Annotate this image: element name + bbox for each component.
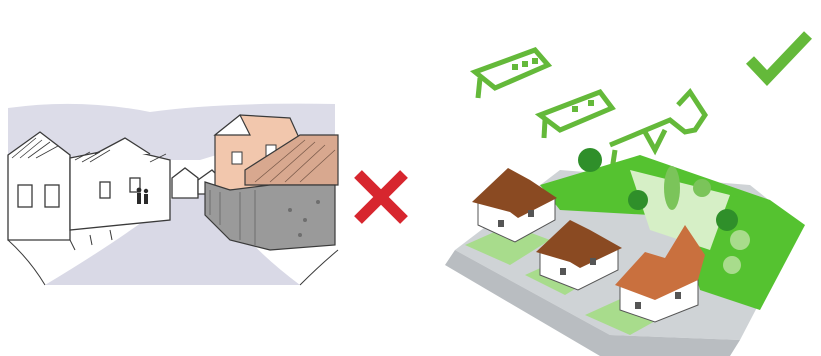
street-sketch-svg	[0, 90, 340, 300]
cross-icon	[352, 168, 410, 226]
house-type-icon-1	[475, 50, 548, 98]
planned-layout	[440, 20, 820, 356]
house-type-icon-2	[540, 92, 612, 138]
house-type-icon-3	[610, 92, 705, 170]
house-type-icon-1-dots	[512, 58, 538, 70]
street-sketch	[0, 90, 340, 300]
checkmark-icon	[750, 35, 808, 78]
planned-layout-svg	[440, 20, 820, 356]
cross-mark	[352, 168, 410, 226]
